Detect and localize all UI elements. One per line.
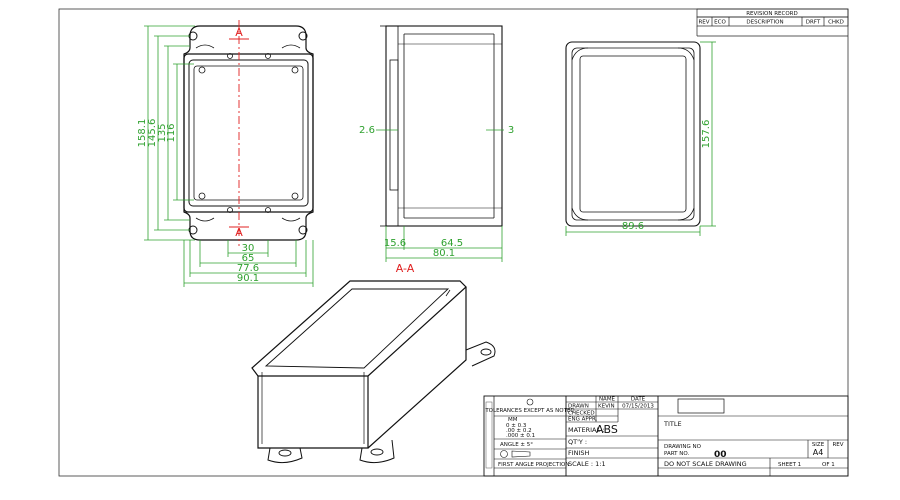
sheet-label: SHEET 1 [778,462,801,468]
material-value: ABS [596,423,618,436]
drawn-name: KEVIN [598,404,615,410]
dim-80-1: 80.1 [433,248,455,259]
dim-3: 3 [508,125,514,136]
sheet-border [58,8,849,477]
bottom-view: 157.6 89.6 [565,41,716,236]
part-no-value: 00 [714,450,727,460]
name-header: NAME [599,397,616,403]
tolerances-title: TOLERANCES EXCEPT AS NOTED [484,408,574,414]
dim-145-6: 145.6 [147,119,158,148]
angle-tolerance: ANGLE ± 5° [500,442,533,448]
drawing-no-label: DRAWING NO [664,444,702,450]
drft-col-header: DRFT [806,20,821,26]
tolerance-row-0: MM [508,417,518,423]
rev-col-header: REV [698,20,709,26]
dim-157-6: 157.6 [701,120,712,149]
eng-appr-label: ENG APPR. [568,417,598,423]
dim-77-6: 77.6 [237,263,259,274]
dim-158-1: 158.1 [137,119,148,148]
first-angle-projection-icon [500,450,531,458]
scale-label: SCALE : 1:1 [568,460,606,468]
title-block: TOLERANCES EXCEPT AS NOTED MM 0 ± 0.3 .0… [483,395,849,477]
projection-label: FIRST ANGLE PROJECTION [498,462,569,468]
drawn-date: 07/15/2013 [622,404,654,410]
eco-col-header: ECO [714,20,726,26]
sheet-of: OF 1 [822,462,835,468]
tolerance-row-3: .000 ± 0.1 [506,433,535,439]
finish-label: FINISH [568,449,590,457]
checked-label: CHECKED [568,411,595,417]
qty-label: QT'Y : [568,438,587,446]
description-col-header: DESCRIPTION [746,20,783,26]
logo-box [677,398,725,414]
part-no-label: PART NO. [664,451,689,457]
dim-65: 65 [242,253,255,264]
dim-116: 116 [166,123,177,142]
section-view-label: A-A [396,262,415,275]
dim-15-6: 15.6 [384,238,406,249]
side-strip-graphic [485,401,493,469]
dim-135: 135 [157,123,168,142]
tolerance-symbol-icon [526,398,534,406]
section-marker-bottom: A [235,226,243,239]
drawn-label: DRAWN [568,404,589,410]
revision-record-table: REVISION RECORD REV ECO DESCRIPTION DRFT… [696,8,849,37]
side-section-view: 2.6 3 15.6 64.5 80.1 A-A [359,25,514,275]
dim-2-6: 2.6 [359,125,375,136]
dim-89-6: 89.6 [622,221,644,232]
tolerance-row-1: 0 ± 0.3 [506,423,527,429]
date-header: DATE [631,397,646,403]
material-label: MATERIAL : [568,426,604,434]
size-value: A4 [813,448,824,457]
chkd-col-header: CHKD [828,20,844,26]
tolerance-row-2: .00 ± 0.2 [506,428,532,434]
front-view: A A 158.1 145.6 135 116 [137,20,314,287]
rev-header: REV [832,442,843,448]
title-label: TITLE [663,420,682,428]
section-marker-top: A [235,26,243,39]
isometric-view [251,280,496,464]
dim-90-1: 90.1 [237,273,259,284]
size-header: SIZE [812,442,825,448]
dim-30: 30 [242,243,255,254]
dim-64-5: 64.5 [441,238,463,249]
do-not-scale-note: DO NOT SCALE DRAWING [664,460,747,468]
revision-record-title: REVISION RECORD [746,11,798,17]
